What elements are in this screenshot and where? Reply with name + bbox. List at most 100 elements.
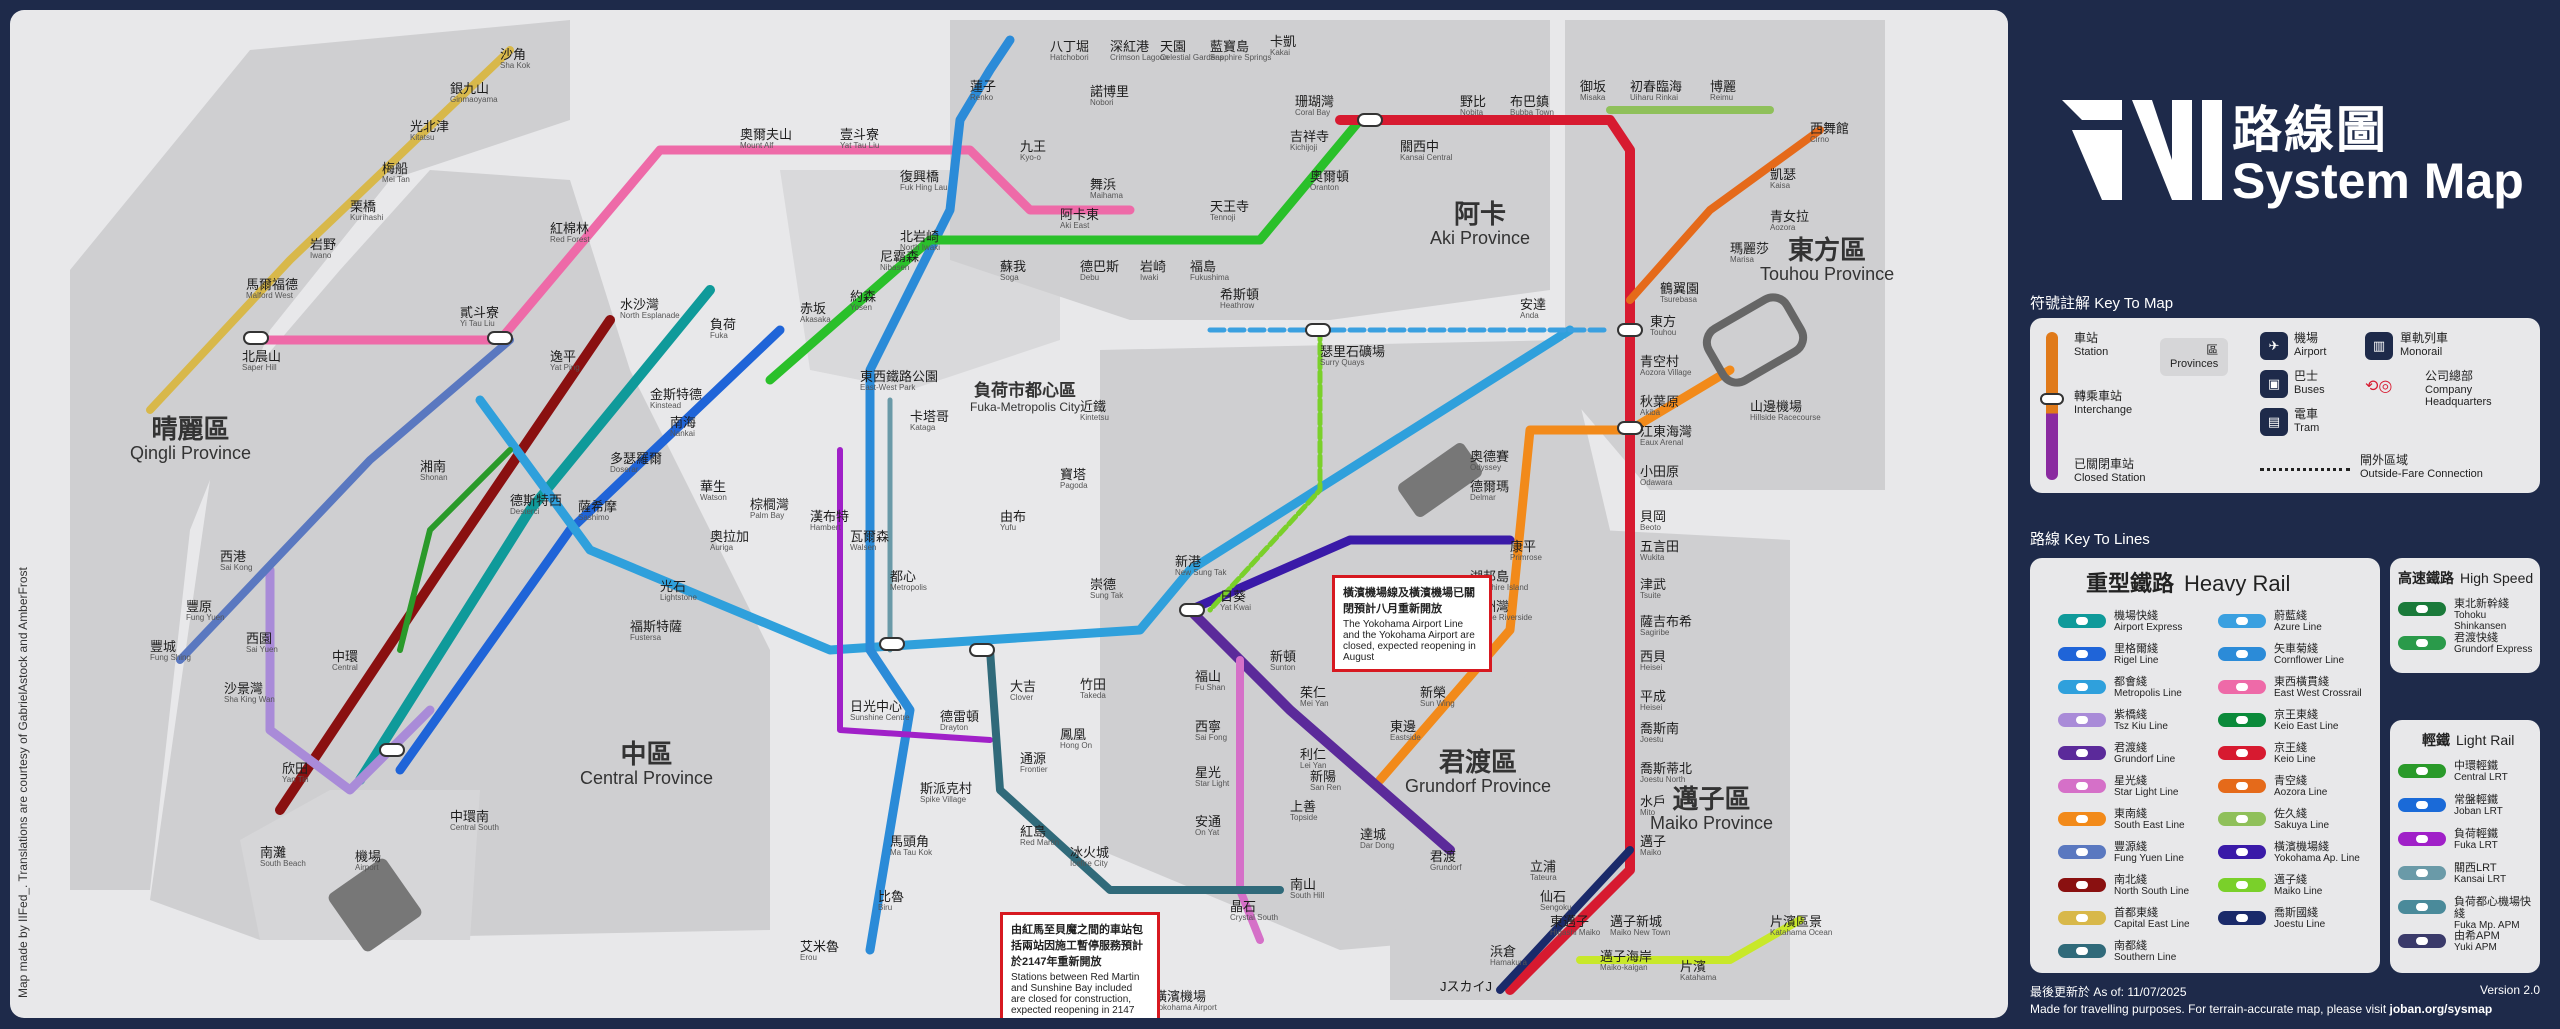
station-label[interactable]: JスカイJ: [1440, 980, 1492, 994]
sysmap-link[interactable]: joban.org/sysmap: [2389, 1002, 2493, 1016]
